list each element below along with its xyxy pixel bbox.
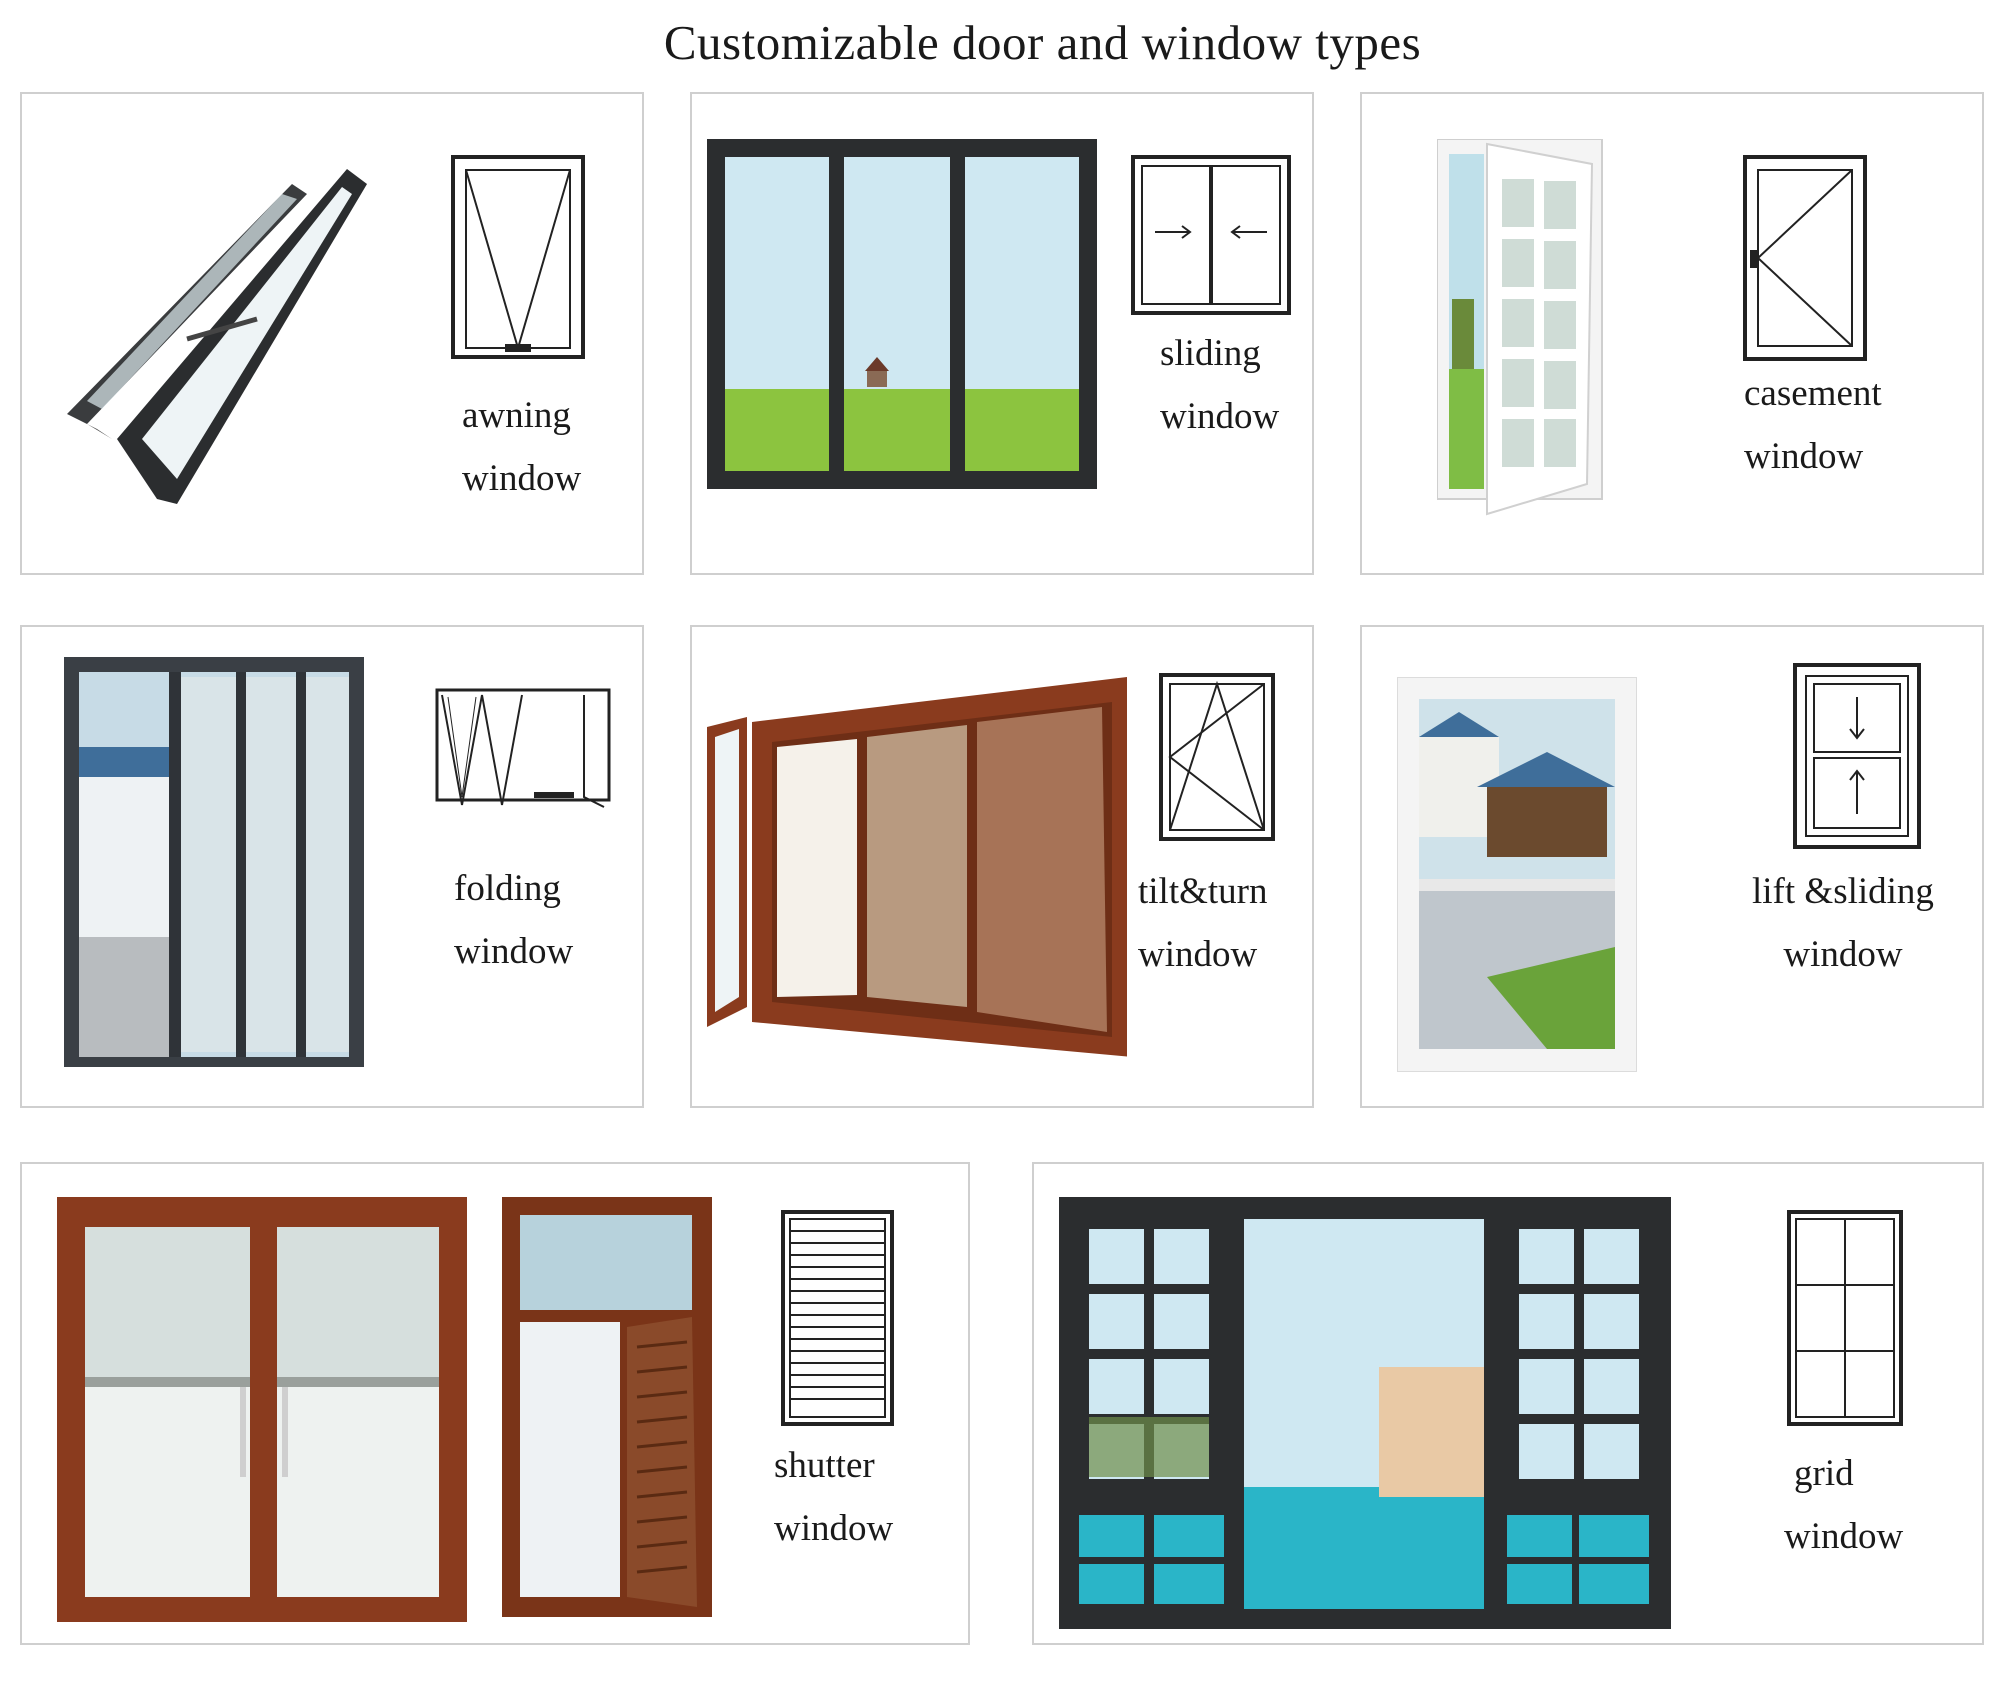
page-title: Customizable door and window types [663, 15, 1422, 70]
sliding-window-photo [707, 139, 1097, 489]
door-photo [57, 1197, 467, 1622]
grid-window-photo [1059, 1197, 1671, 1629]
folding-window-photo [64, 657, 364, 1067]
lift-sliding-window-photo [1397, 677, 1637, 1072]
lift-sliding-window-diagram [1793, 663, 1921, 849]
grid-window-diagram [1787, 1210, 1903, 1426]
casement-window-photo [1437, 139, 1603, 516]
folding-window-diagram [435, 688, 611, 808]
awning-window-photo [67, 169, 367, 504]
shutter-window-diagram [781, 1210, 894, 1426]
casement-window-diagram [1743, 155, 1867, 361]
tilt-turn-window-photo [707, 677, 1127, 1057]
awning-window-diagram [451, 155, 585, 359]
shutter-window-photo [502, 1197, 712, 1617]
sliding-window-diagram [1131, 155, 1291, 315]
tilt-turn-window-diagram [1159, 673, 1275, 841]
